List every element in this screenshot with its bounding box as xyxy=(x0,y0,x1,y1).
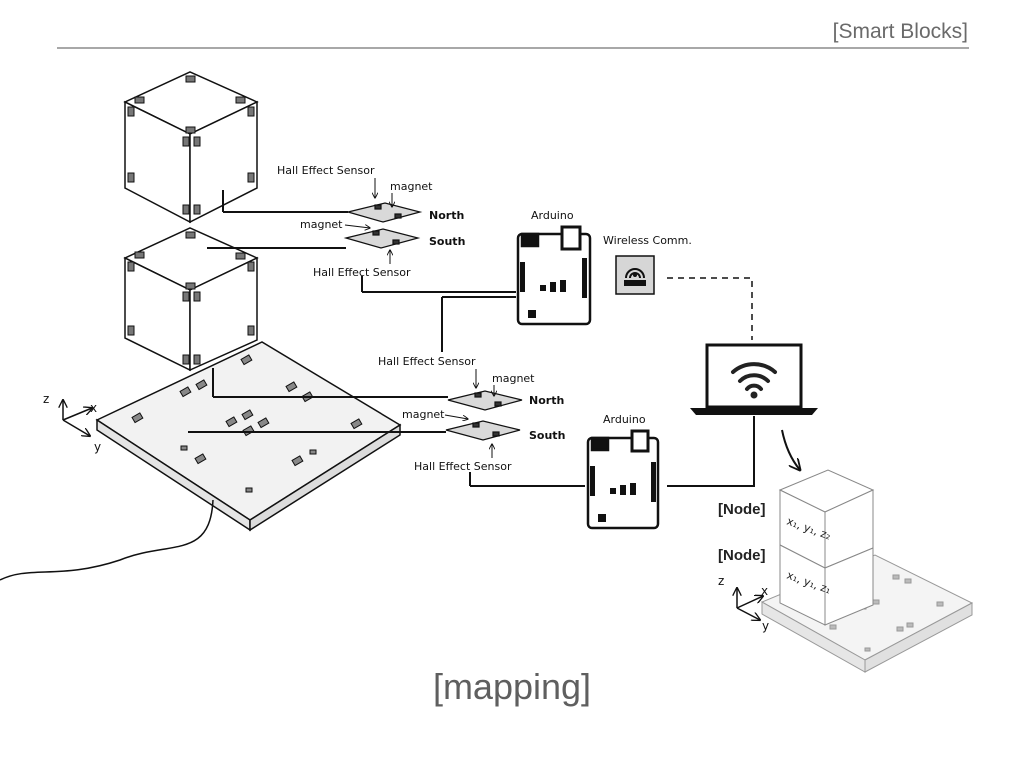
axis-x-label: x xyxy=(90,401,97,415)
header-divider xyxy=(57,47,969,49)
page-title: [Smart Blocks] xyxy=(832,20,968,43)
axis-y-label: y xyxy=(94,440,101,454)
mapped-block-stack xyxy=(778,469,875,626)
wireless-link xyxy=(667,277,753,340)
upper-block xyxy=(123,71,259,224)
axis-x-label: x xyxy=(761,584,768,598)
south-label: South xyxy=(529,429,565,442)
wireless-label: Wireless Comm. xyxy=(603,234,692,247)
magnet-label: magnet xyxy=(390,180,433,193)
arduino-board-bottom xyxy=(586,429,660,530)
lower-sensor-pair xyxy=(445,390,523,441)
north-label: North xyxy=(429,209,464,222)
axis-z-label: z xyxy=(718,574,724,588)
node-label: [Node] xyxy=(718,547,766,564)
connector-line xyxy=(667,416,755,487)
magnet-label: magnet xyxy=(402,408,445,421)
hall-sensor-label: Hall Effect Sensor xyxy=(277,164,375,177)
lower-block xyxy=(123,227,259,372)
hall-sensor-label: Hall Effect Sensor xyxy=(414,460,512,473)
pointer-arrow xyxy=(444,414,468,419)
magnet-label: magnet xyxy=(492,372,535,385)
wireless-module xyxy=(615,255,655,295)
arduino-board-top xyxy=(516,225,592,326)
base-plate xyxy=(95,341,402,532)
laptop xyxy=(690,343,818,415)
diagram-caption: [mapping] xyxy=(432,666,592,707)
axes-gizmo xyxy=(63,400,92,436)
arduino-label: Arduino xyxy=(603,413,646,426)
south-label: South xyxy=(429,235,465,248)
hall-sensor-label: Hall Effect Sensor xyxy=(378,355,476,368)
hall-sensor-label: Hall Effect Sensor xyxy=(313,266,411,279)
axes-gizmo-small xyxy=(737,588,763,620)
pointer-arrow xyxy=(344,225,370,228)
result-arrow xyxy=(781,429,800,470)
node-label: [Node] xyxy=(718,501,766,518)
magnet-label: magnet xyxy=(300,218,343,231)
arduino-label: Arduino xyxy=(531,209,574,222)
axis-y-label: y xyxy=(762,619,769,633)
north-label: North xyxy=(529,394,564,407)
power-cable xyxy=(0,499,214,581)
upper-sensor-pair xyxy=(343,202,423,249)
wifi-icon xyxy=(731,362,777,391)
axis-z-label: z xyxy=(43,392,49,406)
